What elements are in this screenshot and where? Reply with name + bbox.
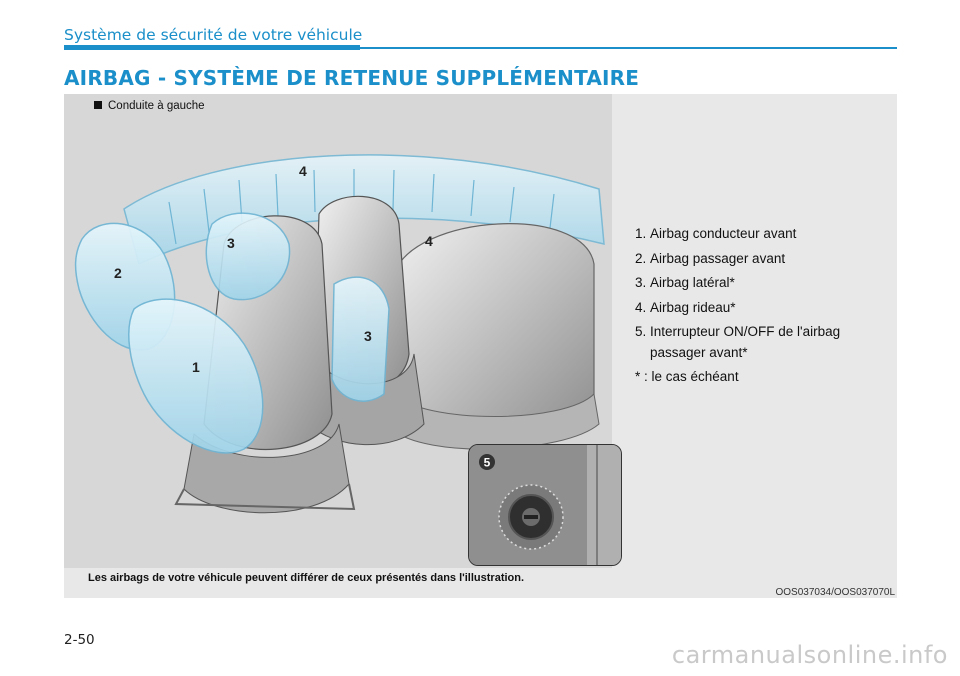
section-header: Système de sécurité de votre véhicule: [64, 26, 363, 44]
header-rule-thick: [64, 45, 360, 50]
bullet-square-icon: [94, 101, 102, 109]
figure-panel: Conduite à gauche: [64, 94, 897, 598]
header-rule-thin: [360, 47, 897, 49]
legend-num: 2.: [635, 250, 647, 266]
drive-side-label: Conduite à gauche: [94, 100, 205, 112]
figure-caption: Les airbags de votre véhicule peuvent di…: [88, 572, 525, 584]
page-number: 2-50: [64, 632, 95, 648]
legend-num: 4.: [635, 299, 647, 315]
figure-code: OOS037034/OOS037070L: [775, 587, 895, 598]
legend-item: 4.Airbag rideau*: [635, 299, 840, 315]
callout-4-top: 4: [299, 163, 307, 179]
legend-num: 5.: [635, 324, 647, 339]
legend-item: 1.Airbag conducteur avant: [635, 227, 840, 241]
legend-item: 5.Interrupteur ON/OFF de l'airbag passage…: [635, 325, 840, 359]
callout-4-right: 4: [425, 233, 433, 249]
legend-text: Airbag latéral*: [650, 275, 735, 290]
watermark: carmanualsonline.info: [671, 641, 948, 669]
legend-text-continued: passager avant*: [650, 344, 748, 360]
onoff-switch-illustration: 5: [469, 445, 621, 565]
legend-text-group: Interrupteur ON/OFF de l'airbag passager …: [650, 325, 840, 359]
driver-front-airbag-shape: [128, 298, 264, 454]
callout-1: 1: [192, 359, 200, 375]
legend-text: Airbag rideau*: [650, 299, 736, 315]
legend-text: Airbag conducteur avant: [650, 226, 797, 241]
legend-item: 2.Airbag passager avant: [635, 250, 840, 266]
callout-3-rear: 3: [364, 328, 372, 344]
legend-text: Interrupteur ON/OFF de l'airbag: [650, 324, 841, 339]
legend-item: 3.Airbag latéral*: [635, 276, 840, 290]
callout-5: 5: [484, 456, 491, 470]
legend-text: Airbag passager avant: [650, 250, 786, 266]
airbag-illustration: 1 2 3 3 4 4: [74, 154, 605, 514]
callout-3-front: 3: [227, 235, 235, 251]
legend-num: 1.: [635, 226, 647, 241]
callout-2: 2: [114, 265, 122, 281]
switch-inset: 5: [468, 444, 622, 566]
side-airbag-front-shape: [205, 212, 291, 301]
legend-note: * : le cas échéant: [635, 369, 739, 384]
legend-num: 3.: [635, 275, 647, 290]
side-airbag-rear-shape: [331, 276, 390, 402]
illustration-area: Conduite à gauche: [64, 94, 622, 568]
rear-seat-shape: [391, 223, 600, 450]
legend-list: 1.Airbag conducteur avant 2.Airbag passa…: [635, 227, 840, 395]
page-title: AIRBAG - SYSTÈME DE RETENUE SUPPLÉMENTAI…: [64, 66, 640, 90]
drive-side-text: Conduite à gauche: [108, 100, 205, 112]
